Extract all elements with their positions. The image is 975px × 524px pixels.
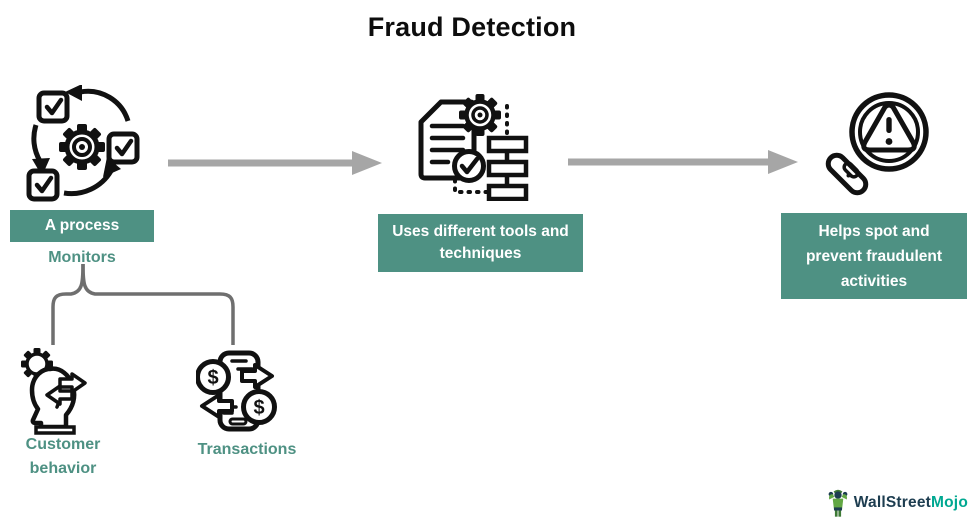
- step2-label-box: Uses different tools and techniques: [378, 214, 583, 272]
- svg-text:$: $: [253, 397, 264, 419]
- step3-label: Helps spot and prevent fraudulent activi…: [805, 222, 943, 290]
- magnifier-warning-icon: [825, 92, 929, 196]
- customer-behavior-icon: [21, 348, 87, 435]
- wallstreetmojo-wordmark: WallStreetMojo: [854, 494, 968, 512]
- step3-label-box: Helps spot and prevent fraudulent activi…: [781, 213, 967, 299]
- flow-arrow-1-icon: [168, 151, 382, 175]
- step1-label: A process: [44, 217, 120, 234]
- wallstreetmojo-mascot-icon: [828, 489, 848, 517]
- transactions-label: Transactions: [197, 441, 297, 458]
- tools-techniques-icon: [418, 94, 529, 201]
- customer-behavior-label: Customer behavior: [25, 436, 101, 477]
- page-title: Fraud Detection: [367, 12, 577, 42]
- transactions-icon: $ $: [196, 350, 277, 432]
- step2-label: Uses different tools and techniques: [392, 223, 569, 262]
- svg-text:$: $: [207, 367, 218, 389]
- flow-arrow-2-icon: [568, 150, 798, 174]
- step1-label-box: A process: [10, 210, 154, 242]
- process-cycle-icon: [26, 85, 140, 202]
- wallstreetmojo-logo: WallStreetMojo: [826, 488, 968, 518]
- logo-brand-text: WallStreet: [853, 494, 932, 511]
- split-bracket: [51, 264, 235, 345]
- monitors-label: Monitors: [48, 249, 116, 266]
- logo-brand-accent-text: Mojo: [931, 494, 968, 511]
